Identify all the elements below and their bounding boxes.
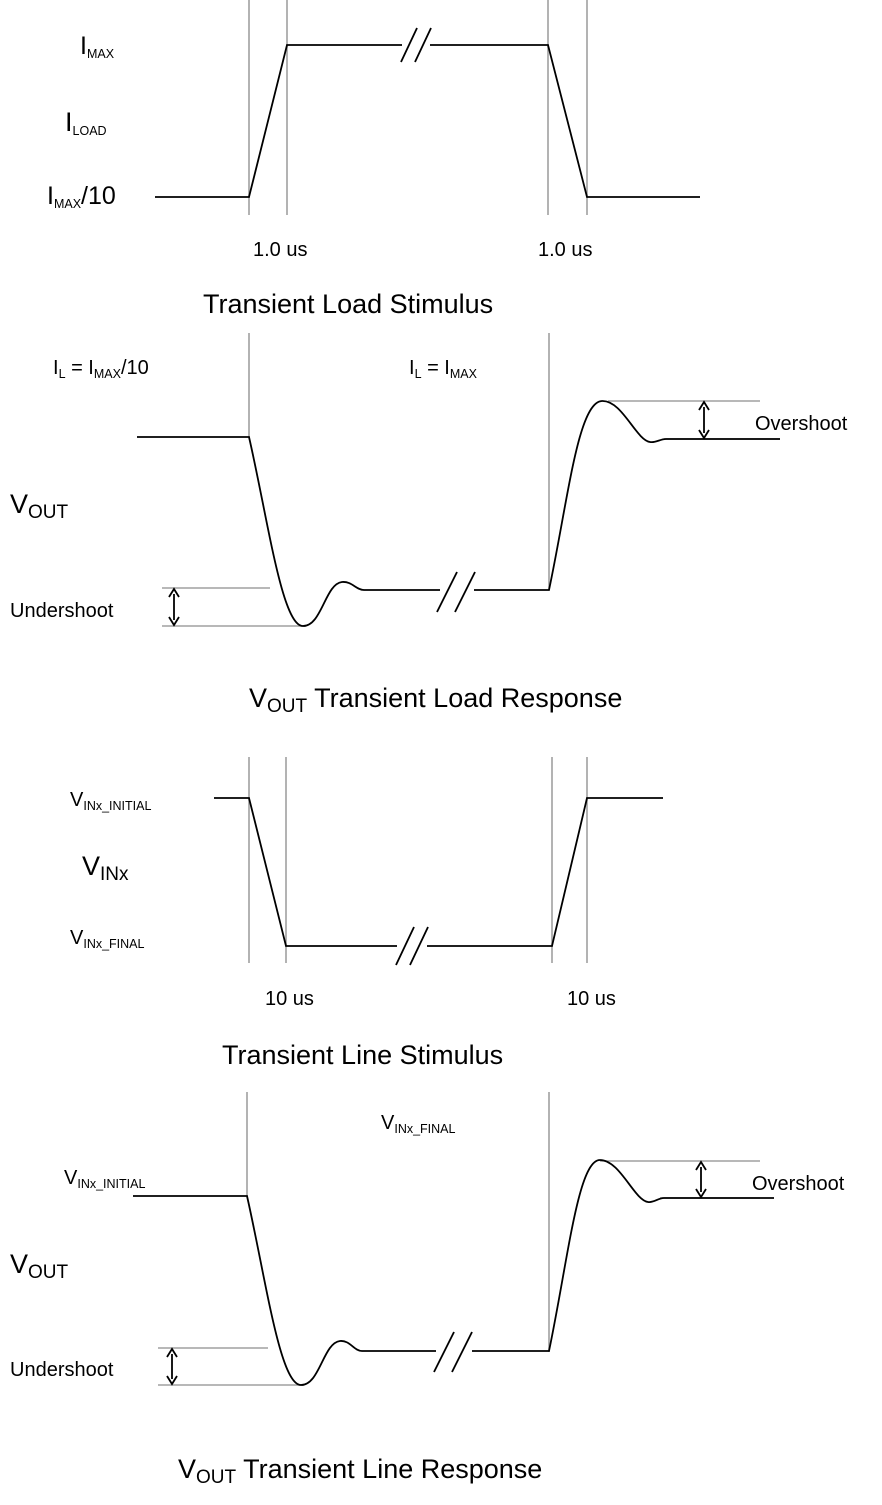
rise-time-label: 10 us: [567, 988, 616, 1010]
overshoot-arrow-head: [695, 1160, 707, 1171]
vout-load-waveform: [474, 400, 780, 591]
undershoot-label: Undershoot: [10, 1359, 114, 1381]
undershoot-arrow-head: [166, 1375, 178, 1386]
break-mark: [451, 1331, 473, 1373]
undershoot-arrow-head: [168, 616, 180, 627]
vout-label: VOUT: [10, 489, 69, 523]
fall-time-label: 1.0 us: [538, 239, 592, 261]
rise-time-label: 1.0 us: [253, 239, 307, 261]
overshoot-arrow-head: [698, 429, 710, 440]
break-mark: [454, 571, 476, 613]
imax-div10-label: IMAX/10: [47, 182, 116, 211]
vout-load-waveform: [137, 436, 440, 627]
load-response-panel: IL = IMAX/10 IL = IMAX VOUT Undershoot O…: [10, 333, 848, 717]
line-stimulus-panel: VINx_INITIAL VINx VINx_FINAL 10 us 10 us…: [70, 757, 663, 1070]
il-low-label: IL = IMAX/10: [53, 357, 149, 381]
vin-final-label: VINx_FINAL: [70, 927, 145, 951]
vin-final-label: VINx_FINAL: [381, 1112, 456, 1136]
load-stimulus-caption: Transient Load Stimulus: [203, 289, 493, 319]
break-mark: [400, 27, 418, 63]
undershoot-label: Undershoot: [10, 600, 114, 622]
break-mark: [395, 926, 415, 966]
vin-waveform: [427, 797, 663, 947]
overshoot-arrow-head: [698, 400, 710, 411]
undershoot-arrow-head: [168, 587, 180, 598]
overshoot-label: Overshoot: [755, 413, 848, 435]
overshoot-label: Overshoot: [752, 1173, 845, 1195]
undershoot-arrow-head: [166, 1347, 178, 1358]
load-current-waveform: [155, 44, 402, 198]
load-current-waveform: [430, 44, 700, 198]
vin-initial-label: VINx_INITIAL: [70, 789, 151, 813]
line-stimulus-caption: Transient Line Stimulus: [222, 1040, 503, 1070]
vin-initial-label: VINx_INITIAL: [64, 1167, 145, 1191]
load-response-caption: VOUT Transient Load Response: [249, 683, 622, 717]
vin-waveform: [214, 797, 397, 947]
il-high-label: IL = IMAX: [409, 357, 478, 381]
imax-label: IMAX: [80, 32, 115, 61]
fall-time-label: 10 us: [265, 988, 314, 1010]
iload-label: ILOAD: [65, 107, 107, 138]
break-mark: [436, 571, 458, 613]
vout-line-waveform: [133, 1195, 436, 1386]
vout-label: VOUT: [10, 1249, 69, 1283]
break-mark: [409, 926, 429, 966]
vinx-label: VINx: [82, 851, 129, 885]
overshoot-arrow-head: [695, 1188, 707, 1199]
vout-line-waveform: [472, 1159, 774, 1352]
line-response-panel: VINx_INITIAL VINx_FINAL VOUT Undershoot …: [10, 1092, 845, 1488]
line-response-caption: VOUT Transient Line Response: [178, 1454, 542, 1488]
load-stimulus-panel: IMAX ILOAD IMAX/10 1.0 us 1.0 us Transie…: [47, 0, 700, 319]
break-mark: [414, 27, 432, 63]
break-mark: [433, 1331, 455, 1373]
